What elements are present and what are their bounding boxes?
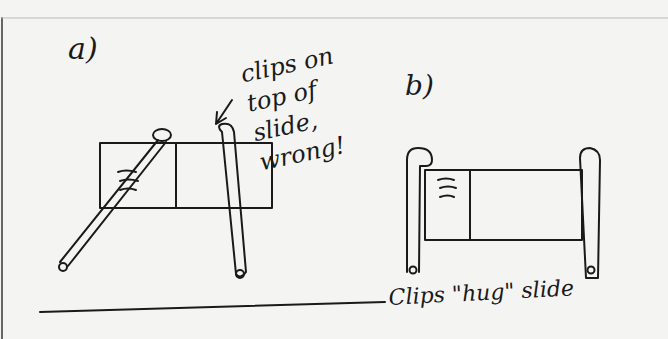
slide-edge [469,170,471,240]
label-hatching [438,179,456,198]
clip-handle [153,129,171,141]
panel-letter: b) [405,68,465,103]
pointer-arrow [216,100,232,124]
glass-slide [425,170,582,240]
slide-edge [175,143,177,208]
clip-handle [59,263,67,271]
binder-clip [407,148,432,272]
binder-clip [60,140,166,266]
frame-line [2,18,668,19]
binder-clip [219,124,246,277]
panel-letter: a) [68,30,128,68]
handwritten-note: Clips "hug" slide [388,271,639,312]
handwritten-note: clips on top of slide, wrong! [238,35,380,177]
glass-slide [100,143,272,208]
frame-line [1,18,3,339]
clip-handle [236,270,244,278]
clip-handle [588,267,595,274]
ground-line [40,302,385,312]
clip-handle [410,267,417,274]
binder-clip [580,148,600,278]
